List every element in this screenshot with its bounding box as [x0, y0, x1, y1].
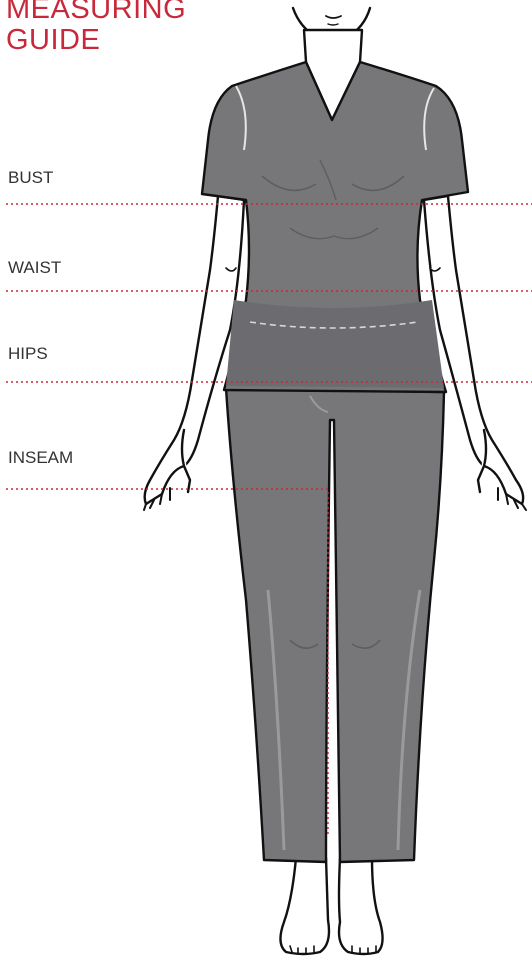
feet [280, 858, 382, 954]
left-arm [144, 196, 244, 510]
pants [226, 388, 444, 862]
